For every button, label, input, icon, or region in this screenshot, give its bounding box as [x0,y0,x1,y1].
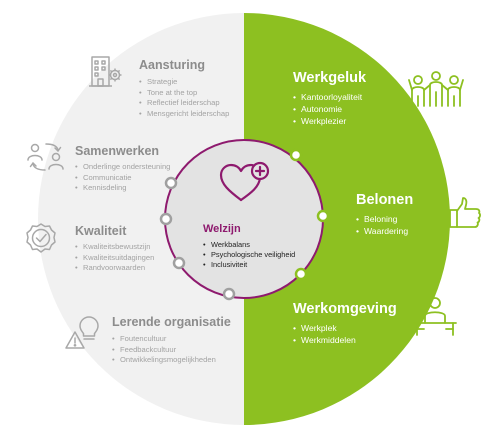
list-item: Reflectief leiderschap [139,98,229,109]
list-item: Randvoorwaarden [75,263,154,274]
section-samenwerken: Samenwerken Onderlinge ondersteuning Com… [75,144,170,194]
list-item: Kantoorloyaliteit [293,92,366,104]
ring-dot-right-bottom [294,267,308,281]
list-item: Mensgericht leiderschap [139,109,229,120]
section-lerende-organisatie: Lerende organisatie Foutencultuur Feedba… [112,315,231,366]
list-item: Kennisdeling [75,183,170,194]
lightbulb-warning-icon [65,316,99,349]
ring-connector-dots [159,148,330,301]
ring-dot-bottom [222,287,236,301]
ring-dot-right-middle [316,209,330,223]
list-item: Waardering [356,226,413,238]
list-item: Werkmiddelen [293,335,397,347]
list-item: Werkbalans [203,240,295,250]
section-belonen: Belonen Beloning Waardering [356,192,413,238]
happy-group-icon [408,71,464,107]
ring-dot-left-bottom [172,256,186,270]
section-werkomgeving: Werkomgeving Werkplek Werkmiddelen [293,301,397,347]
ring-dot-right-top [289,148,303,162]
list-item: Strategie [139,77,229,88]
building-gear-icon [89,56,122,87]
list-item: Beloning [356,214,413,226]
section-title: Lerende organisatie [112,315,231,329]
check-badge-icon [26,223,56,253]
list-item: Werkplezier [293,116,366,128]
list-item: Tone at the top [139,88,229,99]
list-item: Communicatie [75,173,170,184]
list-item: Ontwikkelingsmogelijkheden [112,355,231,366]
section-title: Werkomgeving [293,301,397,317]
list-item: Kwaliteitsuitdagingen [75,253,154,264]
list-item: Autonomie [293,104,366,116]
center-title: Welzijn [203,223,241,235]
list-item: Psychologische veiligheid [203,250,295,260]
heart-plus-icon [219,161,270,202]
section-item-list: Kantoorloyaliteit Autonomie Werkplezier [293,92,366,127]
list-item: Foutencultuur [112,334,231,345]
section-title: Kwaliteit [75,224,127,238]
section-item-list: Onderlinge ondersteuning Communicatie Ke… [75,162,170,194]
section-werkgeluk: Werkgeluk Kantoorloyaliteit Autonomie We… [293,70,366,127]
section-item-list: Werkplek Werkmiddelen [293,323,397,347]
people-exchange-icon [27,143,64,171]
center-item-list: Werkbalans Psychologische veiligheid Inc… [203,240,295,271]
section-kwaliteit: Kwaliteit Kwaliteitsbewustzijn Kwaliteit… [75,224,154,274]
section-aansturing: Aansturing Strategie Tone at the top Ref… [139,58,229,119]
list-item: Werkplek [293,323,397,335]
list-item: Kwaliteitsbewustzijn [75,242,154,253]
person-at-desk-icon [413,297,457,336]
list-item: Inclusiviteit [203,260,295,270]
section-item-list: Strategie Tone at the top Reflectief lei… [139,77,229,119]
section-title: Belonen [356,192,414,208]
section-item-list: Kwaliteitsbewustzijn Kwaliteitsuitdaging… [75,242,154,274]
thumbs-up-icon [449,197,481,228]
section-title: Samenwerken [75,144,160,158]
section-welzijn: Welzijn Werkbalans Psychologische veilig… [203,223,295,271]
section-item-list: Foutencultuur Feedbackcultuur Ontwikkeli… [112,334,231,366]
section-title: Aansturing [139,58,205,72]
section-item-list: Beloning Waardering [356,214,413,238]
ring-dot-left-middle [159,212,173,226]
section-title: Werkgeluk [293,70,367,86]
list-item: Onderlinge ondersteuning [75,162,170,173]
list-item: Feedbackcultuur [112,345,231,356]
